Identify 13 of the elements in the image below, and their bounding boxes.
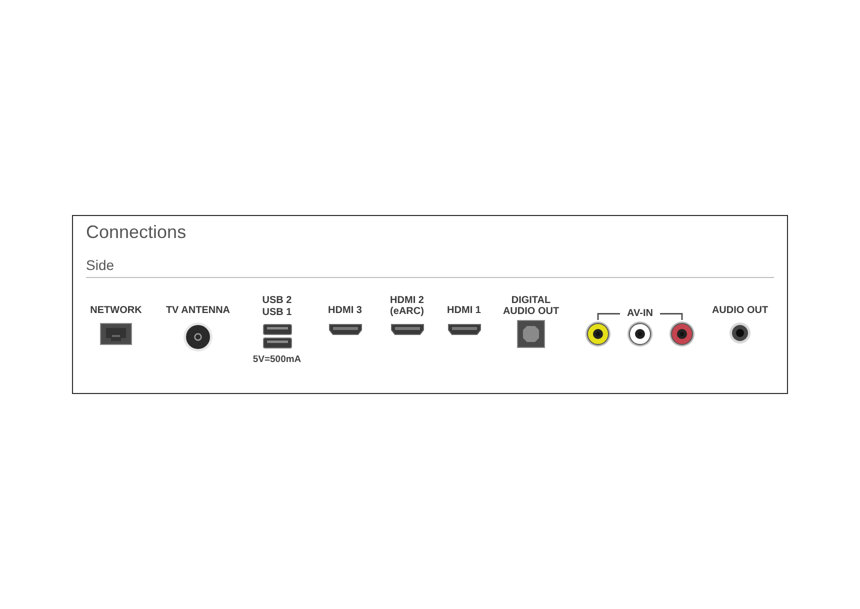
port-label: USB 2	[262, 295, 292, 306]
port-label: AV-IN	[627, 308, 653, 319]
panel-title: Connections	[86, 222, 186, 243]
port-label: HDMI 3	[328, 305, 362, 316]
port-label: NETWORK	[90, 305, 142, 316]
port-label: USB 1	[262, 307, 292, 318]
port-label: AUDIO OUT	[712, 305, 768, 316]
section-heading: Side	[86, 257, 114, 273]
port-label: DIGITAL AUDIO OUT	[502, 295, 560, 317]
port-label: HDMI 2 (eARC)	[389, 295, 425, 317]
power-rating-note: 5V=500mA	[252, 354, 302, 365]
port-label: HDMI 1	[447, 305, 481, 316]
port-label: TV ANTENNA	[166, 305, 230, 316]
